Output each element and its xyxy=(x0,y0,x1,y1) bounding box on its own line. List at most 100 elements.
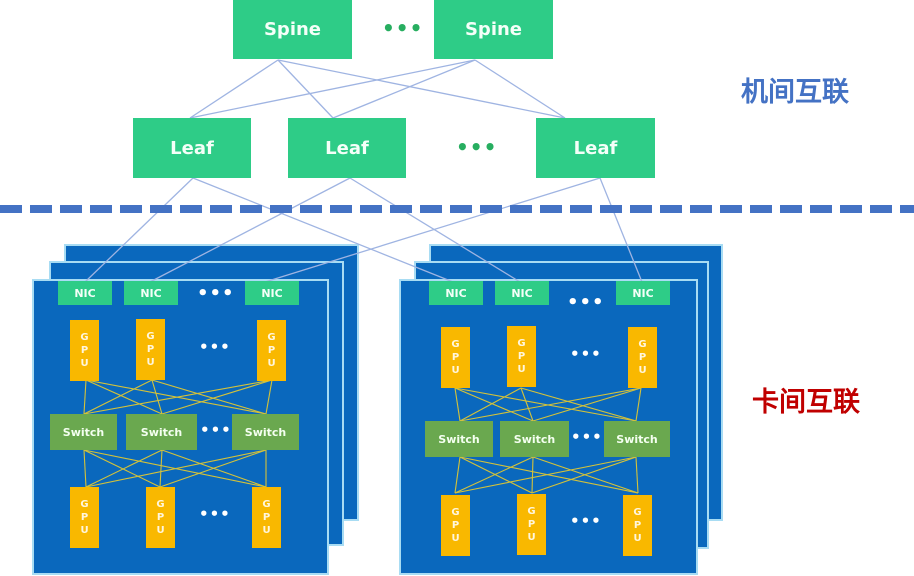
link-leaf2-nic-remote xyxy=(349,177,521,283)
leaf-nic-links xyxy=(84,177,643,283)
server-2-nic-2[interactable]: NIC xyxy=(495,281,549,305)
switch-label: Switch xyxy=(438,432,480,446)
leaf-switch-2[interactable]: Leaf xyxy=(288,118,406,178)
nic-label: NIC xyxy=(632,286,654,300)
leaf-switch-3-label: Leaf xyxy=(573,137,618,159)
leaf-switch-1-label: Leaf xyxy=(170,137,214,159)
gpu-char: U xyxy=(262,525,271,536)
server-1-switch-2[interactable]: Switch xyxy=(126,414,197,450)
link-spine1-leaf1 xyxy=(189,59,279,119)
gpu-char: P xyxy=(633,520,642,531)
server-1-bottom-gpu-ellipsis: ••• xyxy=(199,505,231,523)
nic-label: NIC xyxy=(140,286,162,300)
gpu-char: G xyxy=(146,331,155,342)
gpu-char: G xyxy=(80,499,89,510)
nic-label: NIC xyxy=(261,286,283,300)
leaf-switch-3[interactable]: Leaf xyxy=(536,118,655,178)
spine-switch-1[interactable]: Spine xyxy=(233,0,352,59)
server-1-nic-3[interactable]: NIC xyxy=(245,281,299,305)
gpu-char: U xyxy=(267,358,276,369)
gpu-char: P xyxy=(517,351,526,362)
server-1-switch-3[interactable]: Switch xyxy=(232,414,299,450)
link-leaf3-nic xyxy=(264,177,601,283)
server-2-nic-ellipsis: ••• xyxy=(567,292,605,313)
gpu-char: G xyxy=(267,332,276,343)
gpu-char: G xyxy=(517,338,526,349)
gpu-char: G xyxy=(80,332,89,343)
link-spine2-leaf1 xyxy=(189,59,476,119)
link-spine1-leaf3 xyxy=(277,59,566,119)
link-leaf1-nic xyxy=(84,177,194,283)
server-1-nic-ellipsis: ••• xyxy=(197,283,235,304)
switch-label: Switch xyxy=(140,425,183,439)
gpu-char: G xyxy=(156,499,165,510)
spine-switch-2[interactable]: Spine xyxy=(434,0,553,59)
gpu-char: P xyxy=(156,512,165,523)
inter-machine-label: 机间互联 xyxy=(741,77,849,108)
server-2-nic-3[interactable]: NIC xyxy=(616,281,670,305)
server-2-nic-1[interactable]: NIC xyxy=(429,281,483,305)
server-2-gpu-switch-links xyxy=(454,387,642,494)
switch-label: Switch xyxy=(513,432,556,446)
server-1-top-gpu-ellipsis: ••• xyxy=(199,338,231,356)
server-2-switch-1[interactable]: Switch xyxy=(425,421,493,457)
gpu-char: P xyxy=(638,352,647,363)
gpu-char: G xyxy=(451,339,460,350)
intra-machine-label: 卡间互联 xyxy=(752,387,860,418)
server-1-switch-1[interactable]: Switch xyxy=(50,414,117,450)
link-leaf1-nic-remote xyxy=(192,177,454,283)
server-1-nic-1[interactable]: NIC xyxy=(58,281,112,305)
gpu-char: P xyxy=(146,344,155,355)
gpu-char: G xyxy=(527,506,536,517)
gpu-char: P xyxy=(80,512,89,523)
link-leaf2-nic xyxy=(149,177,351,283)
link-leaf3-nic-remote xyxy=(599,177,643,283)
server-2-switch-ellipsis: ••• xyxy=(571,428,603,446)
nic-label: NIC xyxy=(511,286,533,300)
server-2-bottom-gpu-ellipsis: ••• xyxy=(570,512,602,530)
gpu-char: U xyxy=(451,365,460,376)
leaf-ellipsis: ••• xyxy=(456,135,498,159)
gpu-char: P xyxy=(527,519,536,530)
gpu-char: U xyxy=(146,357,155,368)
gpu-char: U xyxy=(638,365,647,376)
link-spine2-leaf2 xyxy=(332,59,476,119)
gpu-char: G xyxy=(638,339,647,350)
leaf-switch-2-label: Leaf xyxy=(325,137,369,159)
nic-label: NIC xyxy=(74,286,96,300)
spine-leaf-links xyxy=(189,59,566,119)
gpu-char: G xyxy=(262,499,271,510)
leaf-switch-1[interactable]: Leaf xyxy=(133,118,251,178)
spine-ellipsis: ••• xyxy=(382,16,424,40)
nic-label: NIC xyxy=(445,286,467,300)
gpu-char: P xyxy=(80,345,89,356)
gpu-char: P xyxy=(451,520,460,531)
switch-label: Switch xyxy=(244,425,287,439)
gpu-char: P xyxy=(267,345,276,356)
gpu-char: U xyxy=(80,358,89,369)
switch-label: Switch xyxy=(616,432,658,446)
server-1-nic-2[interactable]: NIC xyxy=(124,281,178,305)
gpu-char: G xyxy=(633,507,642,518)
gpu-char: P xyxy=(451,352,460,363)
link-spine2-leaf3 xyxy=(474,59,566,119)
switch-label: Switch xyxy=(62,425,105,439)
server-2-switch-3[interactable]: Switch xyxy=(604,421,670,457)
server-2-switch-2[interactable]: Switch xyxy=(500,421,569,457)
gpu-char: U xyxy=(633,533,642,544)
server-1-gpu-switch-links xyxy=(83,379,273,488)
spine-switch-2-label: Spine xyxy=(464,19,523,40)
